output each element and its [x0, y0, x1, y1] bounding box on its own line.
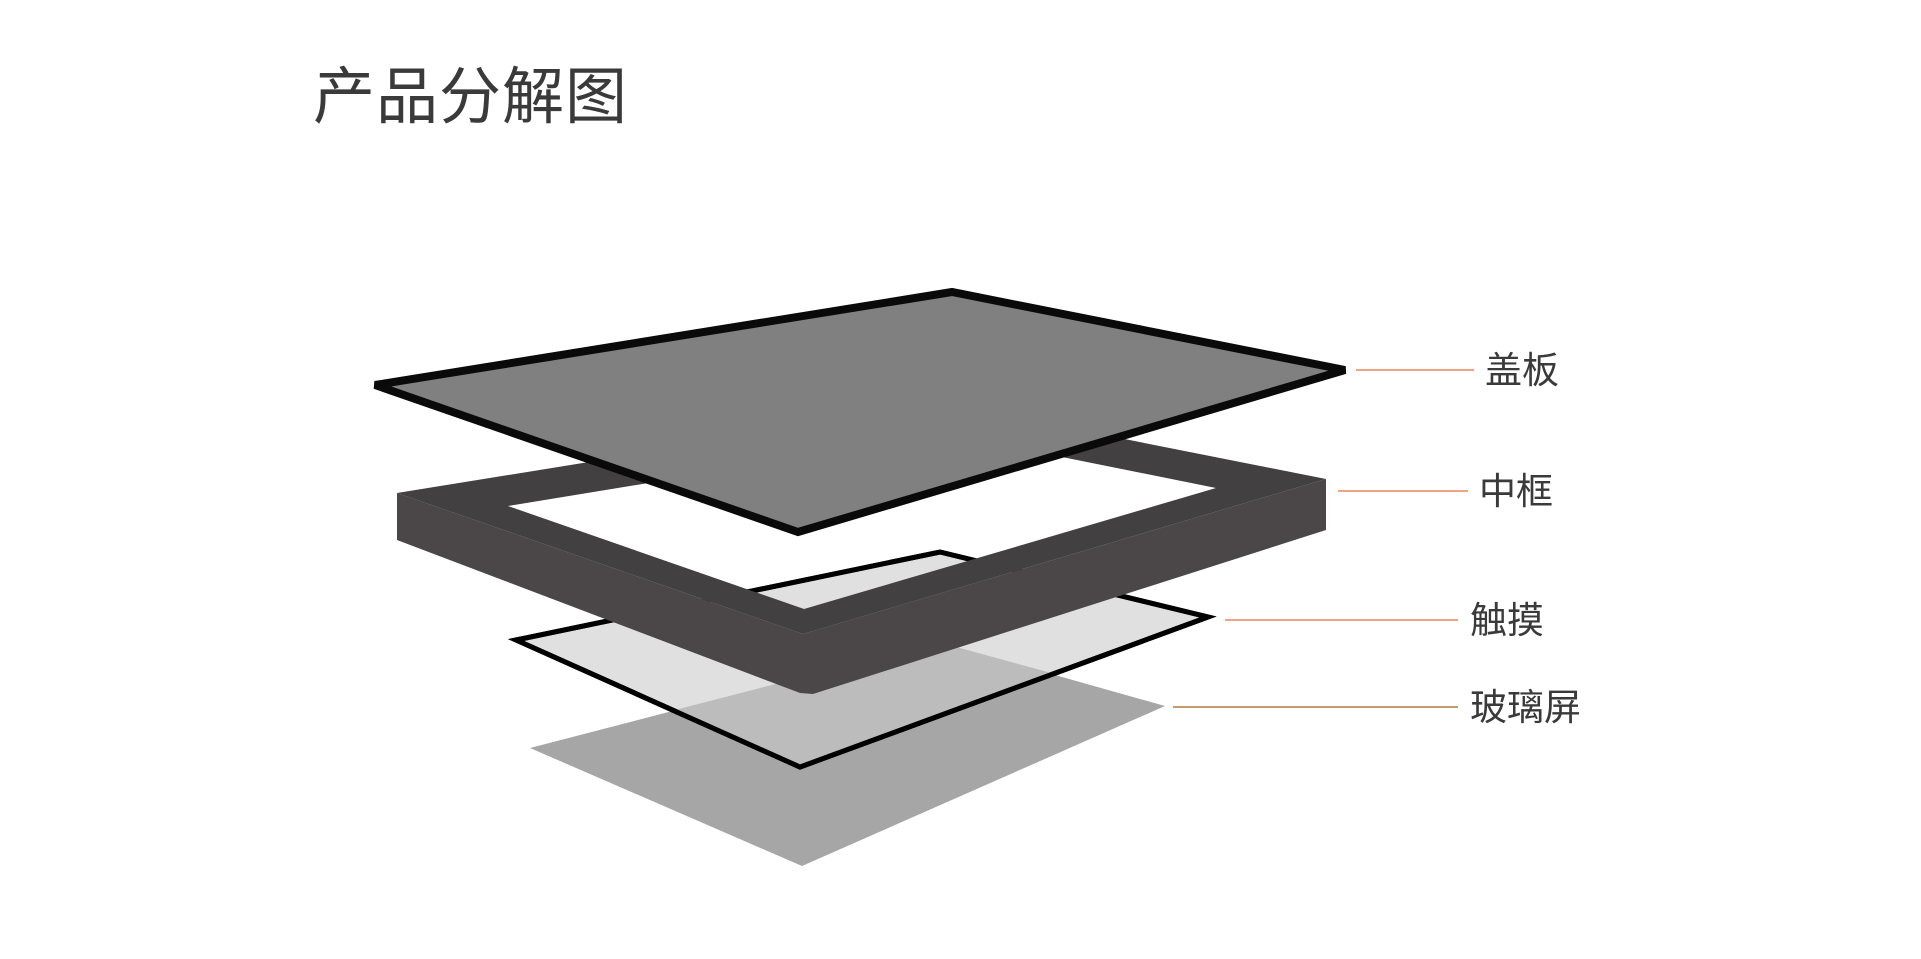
- cover-layer: [373, 287, 1347, 537]
- frame-label: 中框: [1479, 470, 1553, 513]
- layer-labels: 盖板 中框 触摸 玻璃屏: [1470, 349, 1581, 729]
- glass-panel: [530, 642, 1165, 866]
- cover-label: 盖板: [1485, 349, 1559, 392]
- cover-panel: [373, 287, 1347, 537]
- page-title: 产品分解图: [313, 60, 629, 133]
- leader-lines: [1173, 369, 1474, 708]
- touch-panel-outline: [507, 549, 1217, 770]
- touch-label: 触摸: [1470, 599, 1544, 642]
- frame-side: [397, 479, 1326, 694]
- touch-glass-overlap: [675, 642, 1055, 767]
- glass-label: 玻璃屏: [1470, 686, 1581, 729]
- glass-layer: [530, 642, 1165, 866]
